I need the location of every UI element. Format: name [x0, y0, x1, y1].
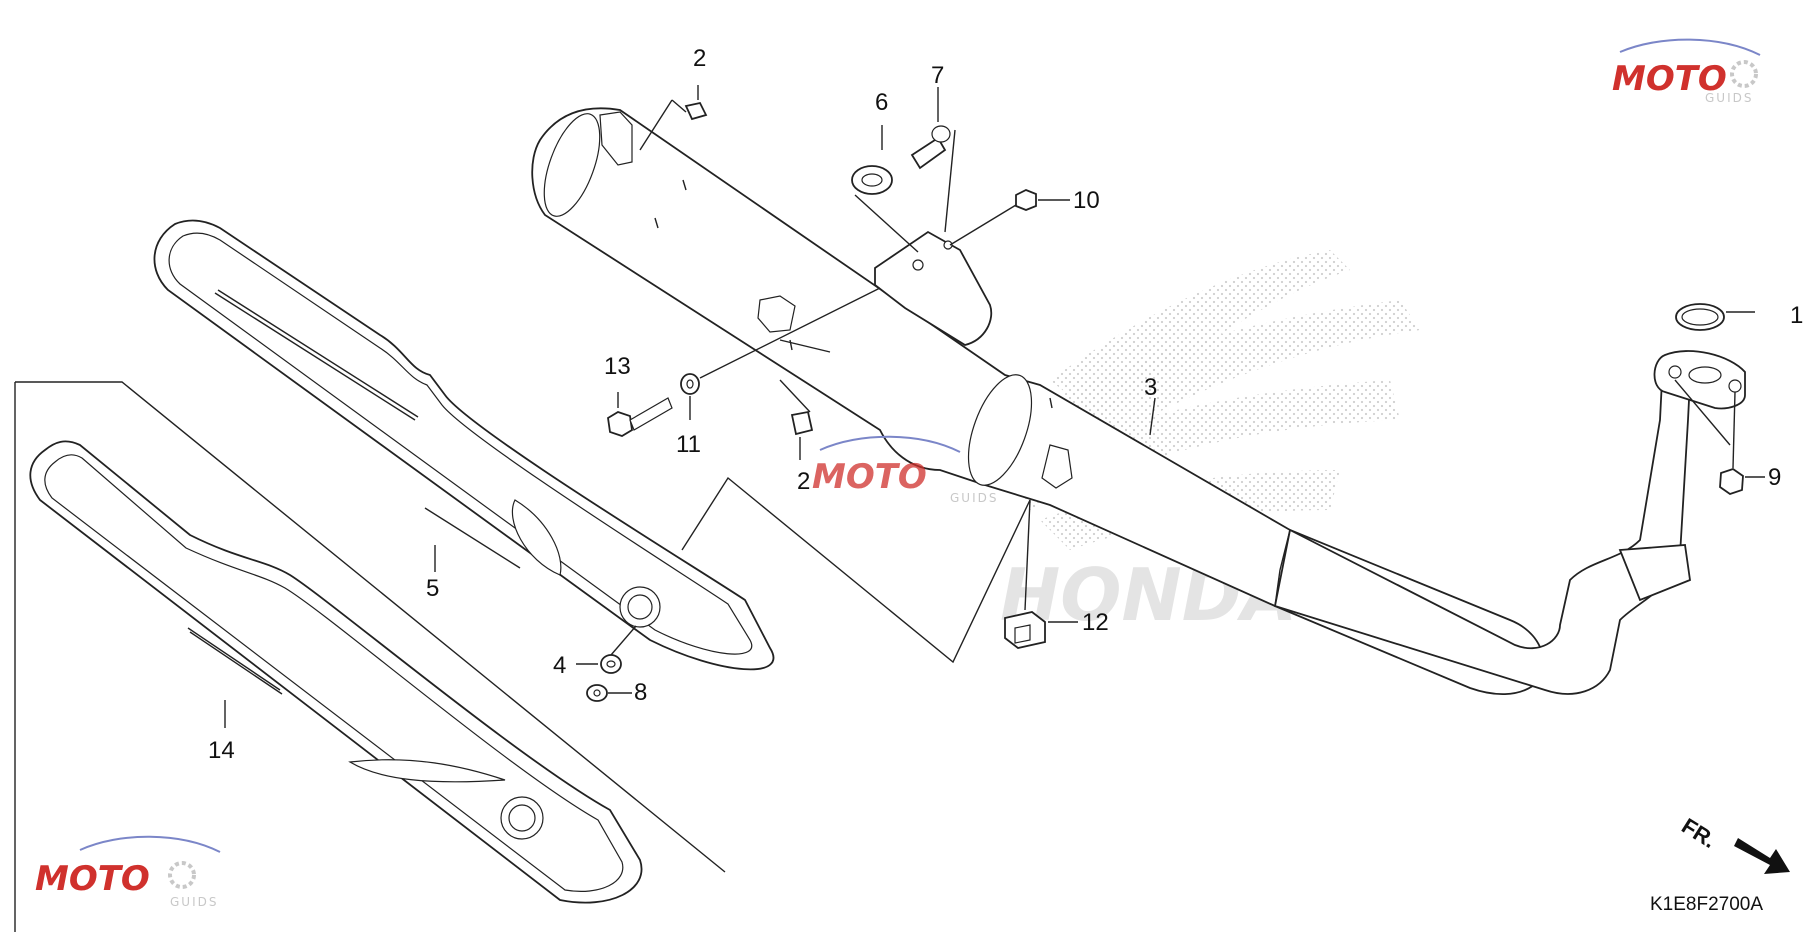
label-part-2-upper: 2 — [693, 45, 706, 72]
label-part-2-lower: 2 — [797, 468, 810, 495]
swoosh-icon — [819, 435, 961, 453]
part-9-flange-nut — [1674, 379, 1765, 495]
gear-icon — [168, 861, 196, 889]
front-direction-marker: FR. — [1677, 813, 1790, 874]
part-7-collar — [910, 87, 956, 233]
part-8-nut — [586, 684, 632, 702]
part-12-clip — [1004, 499, 1078, 649]
label-part-6: 6 — [875, 89, 888, 116]
label-part-5: 5 — [426, 575, 439, 602]
gear-icon — [1730, 60, 1758, 88]
part-labels: 1 2 2 3 4 5 6 7 8 9 10 11 12 13 14 — [208, 45, 1803, 764]
swoosh-icon — [79, 835, 221, 853]
watermark-brand: MOTO — [35, 859, 150, 899]
label-part-4: 4 — [553, 652, 566, 679]
part-11-washer — [680, 287, 881, 420]
moto-guids-watermark-bottom-left: MOTO GUIDS — [35, 835, 221, 909]
swoosh-icon — [1619, 38, 1761, 56]
exhaust-pipe-header — [1273, 350, 1746, 695]
label-part-3: 3 — [1144, 374, 1157, 401]
watermark-subtitle: GUIDS — [950, 491, 998, 505]
part-5-heat-shield-upper — [153, 219, 775, 671]
watermark-subtitle: GUIDS — [170, 895, 218, 909]
part-4-rubber — [576, 625, 637, 674]
label-part-12: 12 — [1082, 609, 1109, 636]
watermark-brand: MOTO — [812, 457, 927, 497]
front-arrow-icon — [1734, 838, 1790, 874]
part-1-gasket — [1675, 303, 1755, 331]
heat-shield-leader — [681, 476, 1031, 664]
label-part-1: 1 — [1790, 302, 1803, 329]
part-6-grommet — [851, 125, 919, 253]
watermark-subtitle: GUIDS — [1705, 91, 1753, 105]
label-part-10: 10 — [1073, 187, 1100, 214]
fr-label: FR. — [1677, 813, 1720, 853]
part-10-nut — [949, 189, 1070, 246]
label-part-11: 11 — [676, 431, 701, 458]
diagram-code: K1E8F2700A — [1650, 894, 1763, 915]
label-part-9: 9 — [1768, 464, 1781, 491]
moto-guids-watermark-top-right: MOTO GUIDS — [1612, 38, 1761, 105]
part-2-clip-lower — [779, 339, 831, 460]
moto-guids-watermark-center: MOTO GUIDS — [812, 435, 998, 505]
label-part-8: 8 — [634, 679, 647, 706]
part-14-heat-shield-lower — [29, 440, 643, 904]
part-2-clip-upper — [639, 85, 708, 151]
heat-shield-group-bracket — [14, 381, 726, 932]
label-part-14: 14 — [208, 737, 235, 764]
label-part-7: 7 — [931, 62, 944, 89]
watermark-brand: MOTO — [1612, 59, 1727, 99]
part-13-bolt — [607, 392, 673, 437]
label-part-13: 13 — [604, 353, 631, 380]
leader-lines — [224, 397, 1156, 728]
